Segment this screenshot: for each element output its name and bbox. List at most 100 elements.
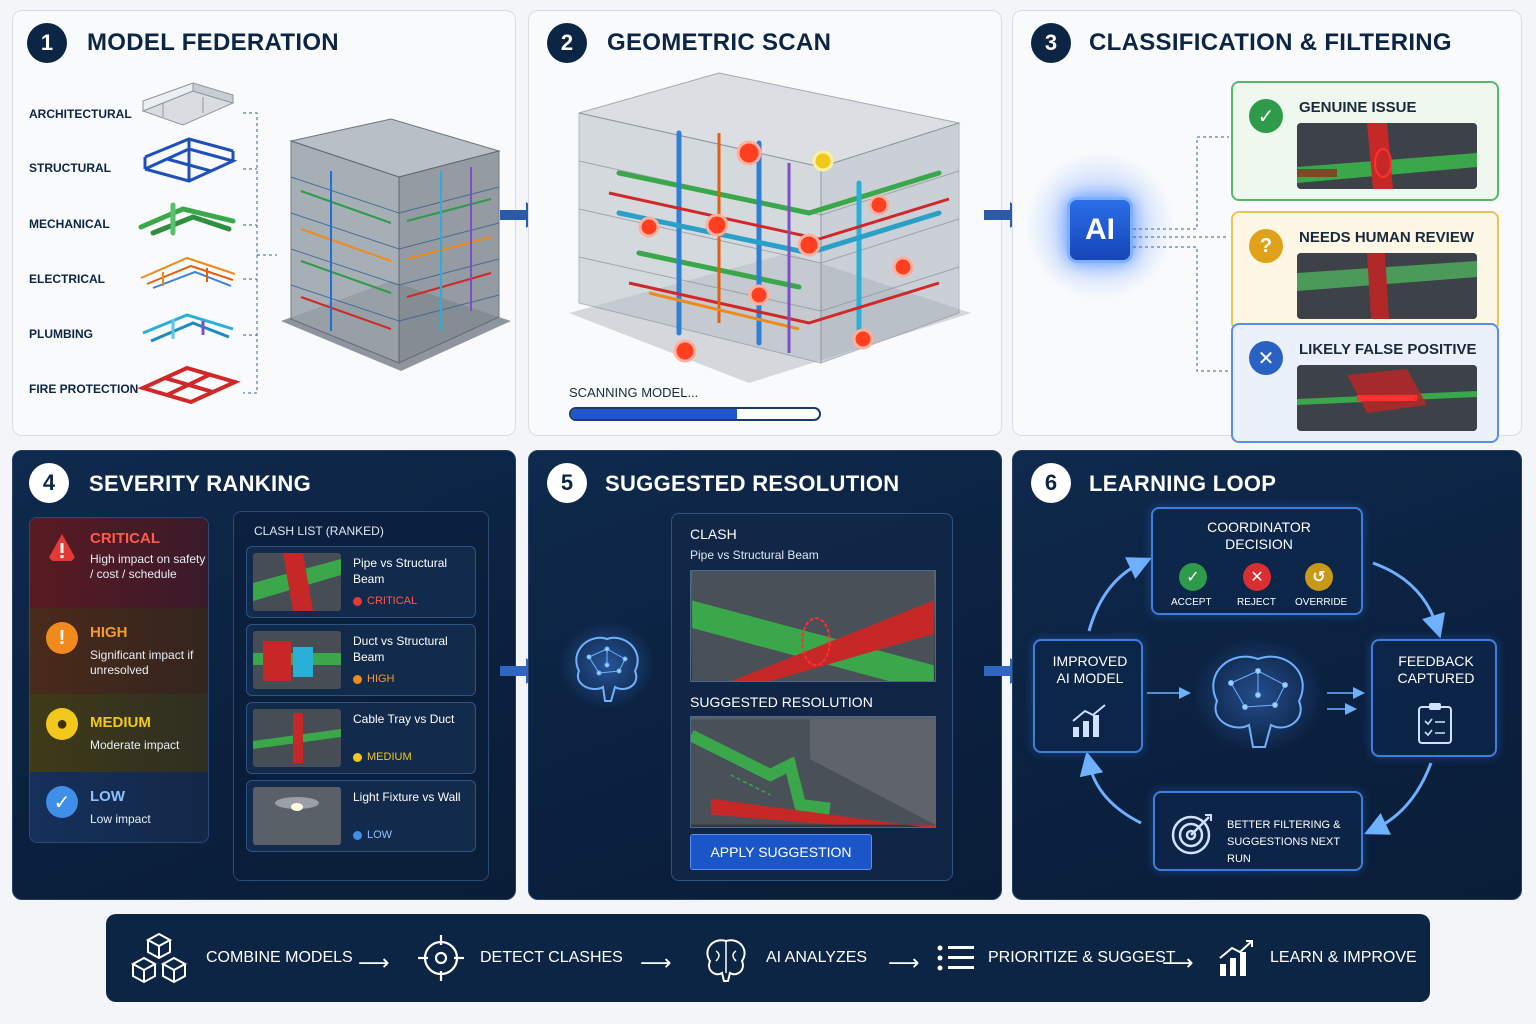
better-label: BETTER FILTERING & SUGGESTIONS NEXT RUN: [1227, 819, 1341, 865]
panel-geometric-scan: 2 GEOMETRIC SCAN: [528, 10, 1002, 436]
clash-name: Duct vs Structural Beam: [353, 634, 448, 664]
arrow-right-icon: ⟶: [888, 950, 920, 975]
clash-row[interactable]: Duct vs Structural Beam HIGH: [246, 624, 476, 696]
clash-name: Light Fixture vs Wall: [353, 790, 461, 804]
fire-protection-model-icon: [137, 365, 241, 405]
result-label: LIKELY FALSE POSITIVE: [1299, 341, 1477, 358]
clash-severity-label: MEDIUM: [367, 751, 412, 763]
result-genuine-issue[interactable]: ✓ GENUINE ISSUE: [1231, 81, 1499, 201]
structural-model-icon: [143, 137, 238, 183]
panel-title-3: CLASSIFICATION & FILTERING: [1089, 29, 1452, 56]
step-number-5: 5: [547, 463, 587, 503]
check-icon: ✓: [1249, 99, 1283, 133]
clash-row[interactable]: Pipe vs Structural Beam CRITICAL: [246, 546, 476, 618]
clash-severity: CRITICAL: [353, 595, 417, 607]
panel-learning-loop: 6 LEARNING LOOP COORDINATOR DECISION ✓ A…: [1012, 450, 1522, 900]
resolution-heading: SUGGESTED RESOLUTION: [690, 694, 873, 710]
severity-name: CRITICAL: [90, 530, 160, 547]
scan-status-label: SCANNING MODEL...: [569, 385, 699, 400]
federated-building-model: [281, 118, 511, 371]
target-icon: [1171, 814, 1212, 855]
ai-chip-icon: AI: [1067, 197, 1133, 263]
plumbing-model-icon: [142, 313, 234, 343]
step-number-1: 1: [27, 23, 67, 63]
check-icon: ✓: [46, 786, 78, 818]
clash-thumbnail: [253, 553, 341, 611]
severity-low: ✓ LOW Low impact: [30, 772, 208, 842]
question-icon: ?: [1249, 229, 1283, 263]
brain-icon: [559, 621, 655, 709]
clash-severity-label: HIGH: [367, 673, 395, 685]
discipline-label: ARCHITECTURAL: [29, 107, 132, 121]
clash-name: Pipe vs Structural Beam: [353, 556, 448, 586]
x-icon: ✕: [1249, 341, 1283, 375]
accept-icon[interactable]: ✓: [1179, 563, 1207, 591]
mechanical-model-icon: [138, 202, 236, 236]
severity-desc: High impact on safety / cost / schedule: [90, 552, 206, 581]
panel-title-6: LEARNING LOOP: [1089, 471, 1277, 496]
clash-preview-image: [1297, 253, 1477, 319]
clash-preview-image: [1297, 365, 1477, 431]
step-number-3: 3: [1031, 23, 1071, 63]
flow-label: DETECT CLASHES: [480, 949, 623, 966]
result-label: NEEDS HUMAN REVIEW: [1299, 229, 1475, 246]
step-number-6: 6: [1031, 463, 1071, 503]
clash-name: Cable Tray vs Duct: [353, 712, 455, 726]
severity-name: LOW: [90, 788, 125, 805]
electrical-model-icon: [140, 256, 236, 289]
clash-thumbnail: [253, 709, 341, 767]
clash-list-title: CLASH LIST (RANKED): [254, 524, 384, 538]
panel-classification: 3 CLASSIFICATION & FILTERING AI ✓ GENUIN…: [1012, 10, 1522, 443]
override-icon[interactable]: ↺: [1305, 563, 1333, 591]
result-needs-review[interactable]: ? NEEDS HUMAN REVIEW: [1231, 211, 1499, 331]
decision-label: ACCEPT: [1171, 597, 1212, 608]
severity-desc: Low impact: [90, 812, 151, 826]
reject-icon[interactable]: ✕: [1243, 563, 1271, 591]
chart-growth-icon: [1219, 940, 1253, 976]
list-icon: [937, 945, 974, 971]
panel-title-1: MODEL FEDERATION: [87, 29, 339, 56]
panel-title-4: SEVERITY RANKING: [89, 471, 311, 496]
severity-dot: [353, 830, 362, 840]
flow-step-combine: COMBINE MODELS: [128, 914, 353, 1002]
improved-label: IMPROVED AI MODEL: [1052, 653, 1128, 686]
chart-growth-icon: [1072, 704, 1106, 737]
scanned-building-model: [569, 72, 971, 383]
severity-levels: CRITICAL High impact on safety / cost / …: [29, 517, 209, 843]
arrow-right-icon: ⟶: [358, 950, 390, 975]
clash-name: Pipe vs Structural Beam: [690, 548, 819, 562]
flow-label: LEARN & IMPROVE: [1270, 949, 1417, 966]
loop-arrows: [1079, 557, 1445, 835]
coordinator-decision-box: COORDINATOR DECISION ✓ ACCEPT ✕ REJECT ↺…: [1151, 507, 1363, 615]
warning-icon: [47, 534, 77, 561]
decision-label: OVERRIDE: [1295, 597, 1348, 608]
apply-suggestion-button[interactable]: APPLY SUGGESTION: [690, 834, 872, 870]
result-label: GENUINE ISSUE: [1299, 99, 1417, 116]
flow-step-prioritize: PRIORITIZE & SUGGEST: [936, 914, 1176, 1002]
clash-thumbnail: [253, 787, 341, 845]
feedback-label: FEEDBACK CAPTURED: [1397, 653, 1475, 686]
ai-label: AI: [1085, 213, 1115, 246]
flow-step-learn: LEARN & IMPROVE: [1216, 914, 1417, 1002]
panel-title-2: GEOMETRIC SCAN: [607, 29, 832, 56]
discipline-label: FIRE PROTECTION: [29, 382, 139, 396]
severity-critical: CRITICAL High impact on safety / cost / …: [30, 518, 208, 608]
scan-progress-bar: [569, 407, 821, 421]
decision-title: COORDINATOR DECISION: [1207, 519, 1311, 552]
classification-connector: [1133, 136, 1229, 372]
clash-image: [690, 570, 936, 682]
brain-icon: [1192, 637, 1324, 753]
improved-model-box: IMPROVED AI MODEL: [1033, 639, 1143, 753]
panel-model-federation: 1 MODEL FEDERATION ARCHITECTURAL STRUCTU…: [12, 10, 516, 436]
resolution-image: [690, 716, 936, 828]
clash-heading: CLASH: [690, 526, 737, 542]
bulb-icon: ●: [46, 708, 78, 740]
result-false-positive[interactable]: ✕ LIKELY FALSE POSITIVE: [1231, 323, 1499, 443]
clash-severity: HIGH: [353, 673, 395, 685]
better-filtering-box: BETTER FILTERING & SUGGESTIONS NEXT RUN: [1153, 791, 1363, 871]
exclamation-icon: !: [46, 622, 78, 654]
severity-name: HIGH: [90, 624, 128, 641]
flow-label: AI ANALYZES: [766, 949, 868, 966]
clash-row[interactable]: Light Fixture vs Wall LOW: [246, 780, 476, 852]
clash-row[interactable]: Cable Tray vs Duct MEDIUM: [246, 702, 476, 774]
